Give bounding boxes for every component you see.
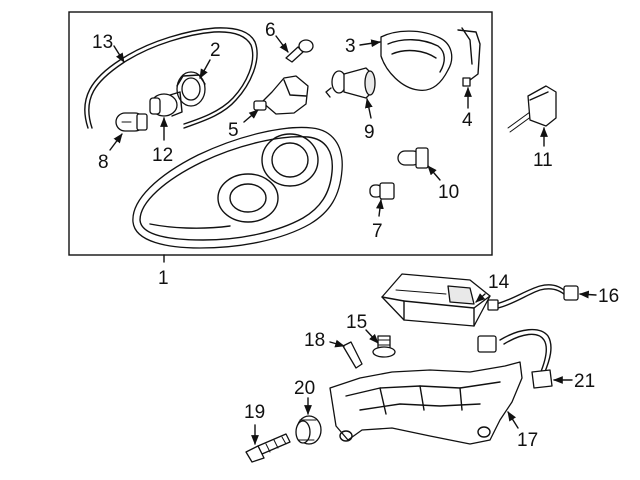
callout-5: 5 (228, 120, 239, 141)
assembly-frame (68, 11, 493, 256)
callout-6: 6 (265, 20, 276, 41)
callout-11: 11 (533, 150, 553, 171)
socket-connector-part (253, 75, 309, 115)
callout-4: 4 (462, 110, 473, 131)
callout-15: 15 (346, 312, 367, 333)
pin-part (342, 341, 363, 369)
callout-20: 20 (294, 378, 315, 399)
control-module-part (381, 273, 491, 327)
screw-part (285, 39, 314, 63)
callout-18: 18 (304, 330, 325, 351)
callout-12: 12 (152, 145, 173, 166)
callout-3: 3 (345, 36, 356, 57)
main-bulb-part (325, 67, 376, 99)
headlamp-assembly-part (132, 126, 343, 249)
callout-1: 1 (158, 268, 169, 289)
harness-part (477, 329, 553, 389)
callout-9: 9 (364, 122, 375, 143)
bulb-holder-part (149, 91, 183, 117)
seal-strip-part (84, 27, 258, 129)
mounting-bracket-part (329, 361, 523, 445)
grommet-part (295, 415, 322, 445)
harness-plug-part (487, 284, 579, 311)
callout-16: 16 (598, 286, 619, 307)
socket-ring-part (176, 71, 206, 107)
bolt-part (372, 335, 396, 358)
long-bolt-part (245, 433, 291, 463)
callout-17: 17 (517, 430, 538, 451)
leader-lines (109, 35, 597, 445)
housing-cover-part (380, 30, 453, 92)
xenon-bulb-part (507, 85, 557, 133)
callout-14: 14 (488, 272, 510, 293)
callout-8: 8 (98, 152, 109, 173)
callout-labels: 1 2 3 4 5 6 7 8 9 10 11 12 13 14 15 16 1… (92, 20, 619, 451)
side-bulb-part (397, 147, 429, 169)
callout-7: 7 (372, 221, 383, 242)
callout-13: 13 (92, 32, 113, 53)
callout-10: 10 (438, 182, 459, 203)
wedge-bulb-part (369, 182, 395, 200)
callout-21: 21 (574, 371, 595, 392)
bracket-part (457, 27, 481, 87)
callout-19: 19 (244, 402, 265, 423)
small-bulb-part (115, 112, 148, 132)
callout-2: 2 (210, 40, 221, 61)
